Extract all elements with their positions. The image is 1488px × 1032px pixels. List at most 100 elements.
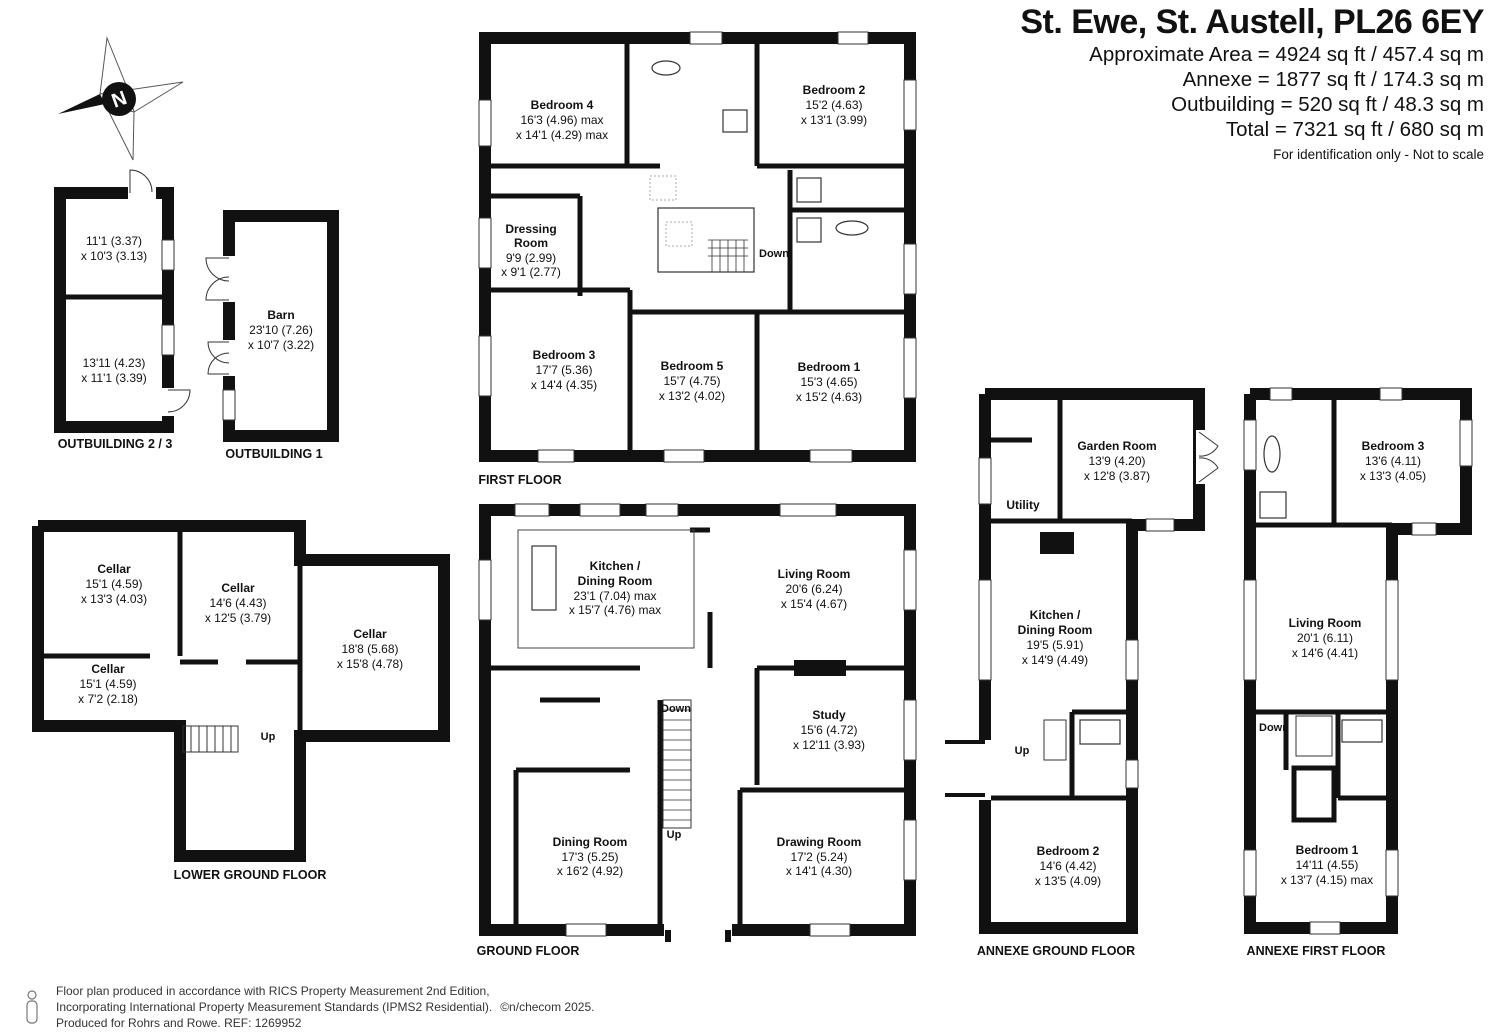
room-name: Drawing Room (777, 835, 862, 849)
room-dim: x 15'8 (4.78) (337, 657, 403, 671)
area-line: Outbuilding = 520 sq ft / 48.3 sq m (1171, 93, 1484, 116)
floor-caption: OUTBUILDING 1 (225, 447, 322, 461)
room-name: Dining Room (1018, 623, 1093, 637)
room-name: Bedroom 5 (661, 359, 724, 373)
room-name: Dining Room (578, 574, 653, 588)
floor-caption: OUTBUILDING 2 / 3 (58, 437, 173, 451)
lower-ground-floor-plan: Up Cellar 15'1 (4.59) x 13'3 (4.03) Cell… (32, 520, 450, 882)
room-dim: 20'1 (6.11) (1297, 631, 1353, 645)
copyright: ©n/checom 2025. (500, 1000, 595, 1014)
room-name: Bedroom 1 (798, 360, 861, 374)
room-dim: x 15'4 (4.67) (781, 597, 847, 611)
room-dim: 15'7 (4.75) (664, 374, 721, 388)
stair-label: Up (667, 829, 682, 841)
stair-label: Down (759, 248, 789, 260)
room-name: Kitchen / (590, 559, 641, 573)
first-floor-plan: Bedroom 4 16'3 (4.96) max x 14'1 (4.29) … (478, 31, 917, 487)
room-dim: 15'2 (4.63) (806, 98, 863, 112)
room-dim: 13'11 (4.23) (83, 356, 146, 370)
room-name: Garden Room (1077, 439, 1156, 453)
room-name: Bedroom 2 (803, 83, 866, 97)
disclaimer: For identification only - Not to scale (1273, 147, 1484, 162)
room-name: Barn (267, 308, 294, 322)
room-name: Bedroom 4 (531, 98, 594, 112)
room-dim: 16'3 (4.96) max (521, 113, 604, 127)
room-dim: 20'6 (6.24) (786, 582, 843, 596)
stair-label: Down (661, 703, 691, 715)
room-dim: x 7'2 (2.18) (78, 692, 138, 706)
room-name: Study (812, 708, 846, 722)
room-name: Cellar (91, 662, 125, 676)
footer: Floor plan produced in accordance with R… (56, 983, 594, 1031)
room-dim: 11'1 (3.37) (86, 234, 142, 248)
room-dim: x 14'6 (4.41) (1292, 646, 1358, 660)
room-name: Kitchen / (1030, 608, 1081, 622)
room-dim: x 14'1 (4.29) max (516, 128, 608, 142)
property-title: St. Ewe, St. Austell, PL26 6EY (1020, 3, 1484, 41)
room-dim: x 12'5 (3.79) (205, 611, 271, 625)
stair-label: Up (261, 731, 276, 743)
ground-floor-plan: Kitchen / Dining Room 23'1 (7.04) max x … (477, 503, 917, 958)
floor-caption: FIRST FLOOR (478, 473, 561, 487)
room-dim: x 12'11 (3.93) (793, 738, 865, 752)
room-dim: 15'1 (4.59) (86, 577, 143, 591)
floor-caption: ANNEXE FIRST FLOOR (1247, 944, 1386, 958)
room-dim: x 10'7 (3.22) (248, 338, 314, 352)
compass-north-letter: N (109, 87, 130, 113)
room-name: Bedroom 2 (1037, 844, 1100, 858)
room-name: Utility (1006, 498, 1040, 512)
room-dim: 14'6 (4.42) (1040, 859, 1097, 873)
room-dim: 13'6 (4.11) (1365, 454, 1421, 468)
room-dim: 23'1 (7.04) max (574, 589, 657, 603)
room-dim: x 14'1 (4.30) (786, 864, 852, 878)
room-name: Dressing (505, 222, 556, 236)
footer-line: Produced for Rohrs and Rowe. REF: 126995… (56, 1016, 302, 1030)
outbuilding-1-plan: Barn 23'10 (7.26) x 10'7 (3.22) OUTBUILD… (205, 210, 339, 461)
room-name: Bedroom 3 (533, 348, 596, 362)
room-dim: x 9'1 (2.77) (501, 265, 561, 279)
area-line: Approximate Area = 4924 sq ft / 457.4 sq… (1089, 43, 1484, 66)
person-icon (26, 990, 38, 1024)
room-dim: x 13'3 (4.05) (1360, 469, 1426, 483)
stair-label: Down (1259, 722, 1289, 734)
footer-line: Floor plan produced in accordance with R… (56, 984, 490, 998)
annexe-ground-floor-plan: Garden Room 13'9 (4.20) x 12'8 (3.87) Ut… (945, 388, 1219, 958)
outbuilding-2-3-plan: 11'1 (3.37) x 10'3 (3.13) 13'11 (4.23) x… (54, 169, 191, 451)
room-name: Dining Room (553, 835, 628, 849)
stair-label: Up (1015, 745, 1030, 757)
room-dim: x 14'9 (4.49) (1022, 653, 1088, 667)
room-dim: 15'3 (4.65) (801, 375, 858, 389)
room-dim: 15'1 (4.59) (80, 677, 137, 691)
room-dim: x 12'8 (3.87) (1084, 469, 1150, 483)
room-name: Cellar (353, 627, 387, 641)
room-dim: 18'8 (5.68) (342, 642, 399, 656)
room-name: Living Room (1289, 616, 1362, 630)
room-name: Cellar (97, 562, 131, 576)
room-dim: 23'10 (7.26) (249, 323, 313, 337)
room-dim: 17'2 (5.24) (791, 850, 848, 864)
area-line: Total = 7321 sq ft / 680 sq m (1225, 118, 1484, 141)
room-dim: x 13'2 (4.02) (659, 389, 725, 403)
room-dim: x 13'7 (4.15) max (1281, 873, 1373, 887)
area-line: Annexe = 1877 sq ft / 174.3 sq m (1182, 68, 1484, 91)
room-dim: x 10'3 (3.13) (81, 249, 147, 263)
annexe-first-floor-plan: Bedroom 3 13'6 (4.11) x 13'3 (4.05) Livi… (1243, 387, 1473, 958)
room-dim: 17'7 (5.36) (536, 363, 593, 377)
room-name: Cellar (221, 581, 255, 595)
room-dim: 15'6 (4.72) (801, 723, 858, 737)
room-dim: x 14'4 (4.35) (531, 378, 597, 392)
room-name: Living Room (778, 567, 851, 581)
room-dim: x 15'7 (4.76) max (569, 603, 661, 617)
room-dim: 13'9 (4.20) (1089, 454, 1146, 468)
room-dim: 17'3 (5.25) (562, 850, 619, 864)
room-dim: 14'6 (4.43) (210, 596, 267, 610)
room-dim: 14'11 (4.55) (1296, 858, 1359, 872)
room-dim: 9'9 (2.99) (506, 251, 556, 265)
room-dim: x 11'1 (3.39) (81, 371, 146, 385)
room-dim: 19'5 (5.91) (1027, 638, 1084, 652)
floor-caption: ANNEXE GROUND FLOOR (977, 944, 1135, 958)
room-dim: x 13'1 (3.99) (801, 113, 867, 127)
floor-caption: GROUND FLOOR (477, 944, 580, 958)
footer-line: Incorporating International Property Mea… (56, 999, 594, 1015)
